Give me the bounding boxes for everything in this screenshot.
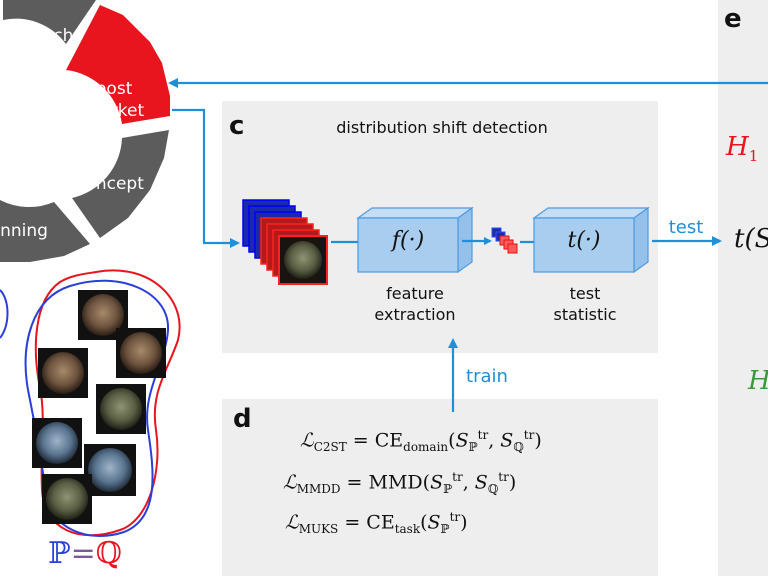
test-statistic-partial: t(S bbox=[734, 224, 768, 254]
hypothesis-h0: H bbox=[748, 366, 768, 396]
wheel-label-planning: nning bbox=[0, 221, 48, 241]
test-function-label: t(·) bbox=[567, 228, 601, 253]
image-stack bbox=[242, 199, 328, 285]
lifecycle-wheel: launch post market concept nning bbox=[0, 0, 170, 262]
panel-e-letter: e bbox=[724, 4, 742, 34]
partial-set-outline bbox=[0, 289, 9, 339]
wheel-segment-concept bbox=[72, 130, 169, 238]
wheel-segment-launch bbox=[3, 0, 96, 44]
panel-c-letter: c bbox=[229, 111, 245, 141]
panel-d-letter: d bbox=[233, 404, 252, 434]
panel-d-background bbox=[222, 399, 658, 576]
wheel-label-market: market bbox=[84, 101, 145, 121]
fundus-image-7 bbox=[42, 474, 92, 524]
set-equality-label: ℙ=ℚ bbox=[48, 536, 122, 571]
fundus-image-4 bbox=[96, 384, 146, 434]
train-label: train bbox=[466, 366, 508, 387]
wheel-to-pipeline-arrow bbox=[172, 108, 240, 248]
hypothesis-h1: H1 bbox=[726, 132, 759, 166]
embedding-stack bbox=[491, 227, 518, 254]
test-arrow-label: test bbox=[668, 217, 704, 238]
panel-e-background bbox=[718, 0, 768, 576]
panel-c-title: distribution shift detection bbox=[336, 118, 548, 137]
equation-c2st: ℒC2ST = CEdomain(Sℙtr, Sℚtr) bbox=[300, 428, 542, 455]
fundus-image-6 bbox=[84, 444, 136, 496]
fundus-image-5 bbox=[32, 418, 82, 468]
feature-function-label: f(·) bbox=[391, 228, 425, 253]
wheel-segment-planning bbox=[0, 200, 90, 262]
equation-mmdd: ℒMMDD = MMD(Sℙtr, Sℚtr) bbox=[283, 470, 517, 497]
fundus-image-2 bbox=[116, 328, 166, 378]
wheel-segment-post-market bbox=[66, 5, 170, 124]
test-statistic-box bbox=[532, 206, 650, 274]
wheel-label-post: post bbox=[96, 79, 133, 99]
fundus-image-3 bbox=[38, 348, 88, 398]
wheel-label-launch: launch bbox=[17, 26, 74, 46]
equation-muks: ℒMUKS = CEtask(Sℙtr) bbox=[285, 510, 468, 537]
wheel-label-concept: concept bbox=[76, 174, 144, 194]
set-outline-p bbox=[24, 279, 170, 537]
